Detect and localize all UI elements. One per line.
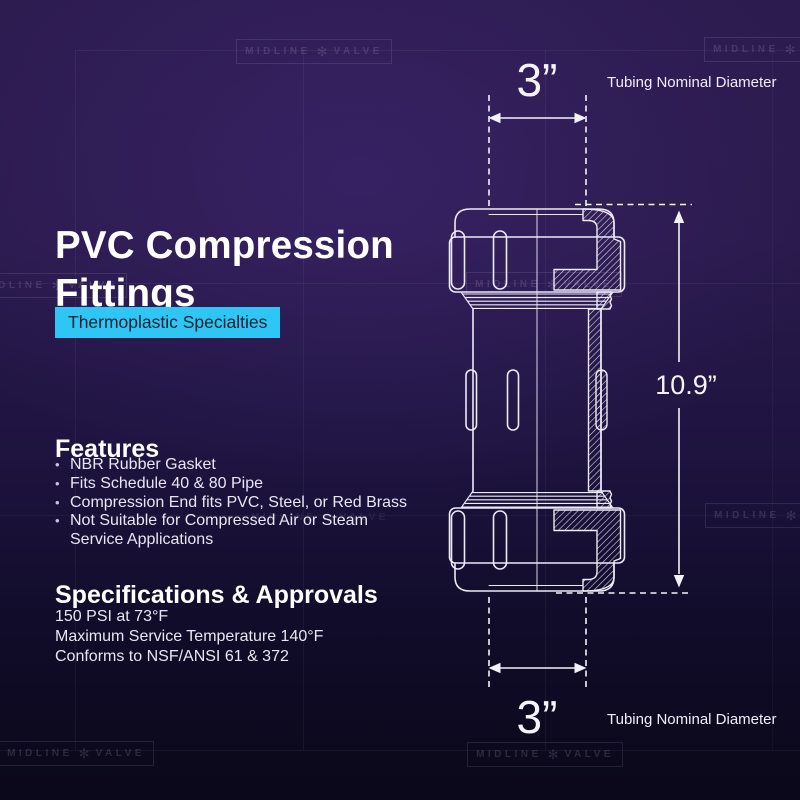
dimension-bottom-value: 3”: [516, 691, 558, 743]
gear-icon: ✻: [78, 745, 90, 761]
spec-line: Conforms to NSF/ANSI 61 & 372: [55, 647, 289, 665]
nut-grip-rib: [450, 230, 466, 290]
arrowheads: [488, 112, 685, 674]
gear-icon: ✻: [784, 41, 796, 57]
features-list: • NBR Rubber Gasket • Fits Schedule 40 & 8…: [55, 456, 415, 550]
spec-line: Maximum Service Temperature 140°F: [55, 627, 324, 645]
feature-item: • Fits Schedule 40 & 80 Pipe: [55, 475, 415, 494]
product-badge: Thermoplastic Specialties: [55, 307, 281, 339]
feature-item-text: Compression End fits PVC, Steel, or Red …: [70, 493, 408, 511]
watermark-word: MIDLINE: [0, 280, 46, 291]
grid-line: [0, 283, 800, 284]
gear-icon: ✻: [546, 276, 558, 292]
nut-grip-rib: [450, 510, 466, 570]
spec-line: 150 PSI at 73°F: [55, 608, 169, 625]
watermark-word: MIDLINE: [714, 510, 780, 521]
dimension-lines: [488, 95, 692, 690]
fitting-outline: [448, 208, 626, 592]
brand-watermark: MIDLINE ✻ VALVE: [0, 273, 127, 298]
bullet-icon: •: [55, 475, 60, 491]
watermark-word: MIDLINE: [713, 44, 779, 55]
dimension-height-value: 10.9”: [655, 370, 717, 400]
grid-line: [545, 50, 546, 750]
grid-line: [0, 515, 800, 516]
brand-watermark: MIDLINE ✻ VALVE: [467, 742, 623, 767]
brand-watermark: MIDLINE✻VALVE: [704, 37, 800, 62]
watermark-word: MIDLINE: [476, 749, 542, 760]
bullet-icon: •: [55, 513, 60, 529]
dimension-top-value: 3”: [516, 54, 558, 106]
watermark-word: MIDLINE: [245, 46, 311, 57]
watermark-word: VALVE: [339, 512, 389, 523]
feature-item-text: NBR Rubber Gasket: [70, 456, 216, 473]
top-cap: [454, 208, 615, 238]
grid-line: [0, 750, 800, 751]
feature-item: • Not Suitable for Compressed Air or Stea…: [55, 512, 415, 550]
bullet-icon: •: [55, 494, 60, 510]
gear-icon: ✻: [316, 43, 328, 59]
feature-item-text: Not Suitable for Compressed Air or Steam…: [70, 512, 368, 549]
watermark-word: MIDLINE: [251, 512, 317, 523]
grid-line: [75, 50, 76, 750]
watermark-word: VALVE: [333, 46, 383, 57]
grid-line: [303, 50, 304, 750]
feature-item-text: Fits Schedule 40 & 80 Pipe: [70, 474, 264, 492]
feature-item: • NBR Rubber Gasket: [55, 456, 415, 475]
extension-lines: [488, 95, 692, 690]
bottom-cap: [454, 562, 615, 592]
center-stop-rib: [506, 369, 520, 431]
gear-icon: ✻: [322, 509, 334, 525]
watermark-word: VALVE: [68, 280, 118, 291]
watermark-word: MIDLINE: [7, 748, 73, 759]
center-stop-rib: [465, 369, 478, 431]
bullet-icon: •: [55, 457, 60, 472]
grid-line: [75, 50, 800, 51]
specifications-heading: Specifications & Approvals: [55, 580, 378, 609]
brand-watermark: MIDLINE ✻ VALVE: [243, 506, 397, 529]
nut-grip-rib: [492, 230, 508, 290]
brand-watermark: MIDLINE ✻ VALVE: [0, 741, 154, 766]
features-heading: Features: [55, 434, 160, 463]
brand-watermark: MIDLINE✻VALVE: [705, 503, 800, 528]
nut-grip-rib: [492, 510, 508, 570]
specifications-list: 150 PSI at 73°F Maximum Service Temperat…: [55, 607, 323, 666]
section-cutaway-walls: [553, 208, 622, 592]
dimension-bottom-label: Tubing Nominal Diameter: [607, 711, 777, 728]
gear-icon: ✻: [547, 746, 559, 762]
body-tube: [472, 308, 602, 492]
watermark-word: VALVE: [95, 748, 145, 759]
dimension-top-label: Tubing Nominal Diameter: [607, 74, 777, 91]
brand-watermark: MIDLINE ✻ VALVE: [236, 39, 392, 64]
gear-icon: ✻: [51, 277, 63, 293]
feature-item: • Compression End fits PVC, Steel, or Red…: [55, 494, 415, 513]
gear-icon: ✻: [785, 507, 797, 523]
watermark-word: VALVE: [564, 749, 614, 760]
